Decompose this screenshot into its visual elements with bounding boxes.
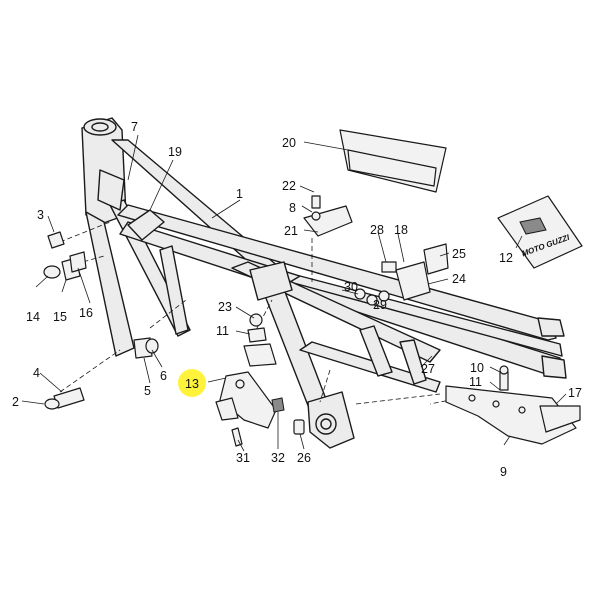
label-11-left: 11 — [216, 324, 229, 338]
part-10-11-bolt — [499, 365, 509, 391]
part-23-11-mount — [243, 313, 277, 367]
label-30: 30 — [344, 280, 358, 294]
label-25: 25 — [452, 247, 466, 261]
label-10: 10 — [470, 361, 484, 375]
label-32: 32 — [271, 451, 285, 465]
label-27: 27 — [421, 362, 435, 376]
part-25-24-18-28-bracket-group — [381, 243, 449, 301]
left-fasteners — [43, 231, 159, 410]
part-30-29-chain — [354, 288, 390, 306]
label-6: 6 — [160, 369, 167, 383]
leader-lines — [21, 134, 567, 452]
label-14: 14 — [26, 310, 40, 324]
main-frame — [81, 117, 567, 449]
label-9: 9 — [500, 465, 507, 479]
label-26: 26 — [297, 451, 311, 465]
label-17: 17 — [568, 386, 582, 400]
part-12-decal: MOTO GUZZI — [497, 195, 583, 269]
label-2: 2 — [12, 395, 19, 409]
label-31: 31 — [236, 451, 250, 465]
label-13: 13 — [185, 377, 199, 391]
highlighted-label-13[interactable]: 13 — [178, 369, 206, 397]
label-20: 20 — [282, 136, 296, 150]
label-8: 8 — [289, 201, 296, 215]
label-28: 28 — [370, 223, 384, 237]
label-24: 24 — [452, 272, 466, 286]
label-19: 19 — [168, 145, 182, 159]
label-3: 3 — [37, 208, 44, 222]
label-23: 23 — [218, 300, 232, 314]
part-17-9-bracket-plate — [445, 385, 581, 445]
label-16: 16 — [79, 306, 93, 320]
label-11-right: 11 — [469, 375, 482, 389]
label-7: 7 — [131, 120, 138, 134]
label-5: 5 — [144, 384, 151, 398]
part-31-bolt — [231, 427, 243, 447]
label-22: 22 — [282, 179, 296, 193]
label-12: 12 — [499, 251, 513, 265]
part-20-battery-tray — [339, 129, 447, 193]
part-13-side-bracket — [215, 371, 277, 429]
label-4: 4 — [33, 366, 40, 380]
label-29: 29 — [373, 298, 387, 312]
part-32-nut — [271, 397, 285, 413]
part-26-bushing — [293, 419, 305, 435]
part-labels: 1 2 3 4 5 6 7 8 9 10 11 11 12 14 15 16 1… — [12, 120, 582, 479]
part-21-8-22-bracket — [303, 195, 353, 237]
highlight-marker — [178, 369, 206, 397]
label-21: 21 — [284, 224, 298, 238]
label-15: 15 — [53, 310, 67, 324]
label-1: 1 — [236, 187, 243, 201]
label-18: 18 — [394, 223, 408, 237]
